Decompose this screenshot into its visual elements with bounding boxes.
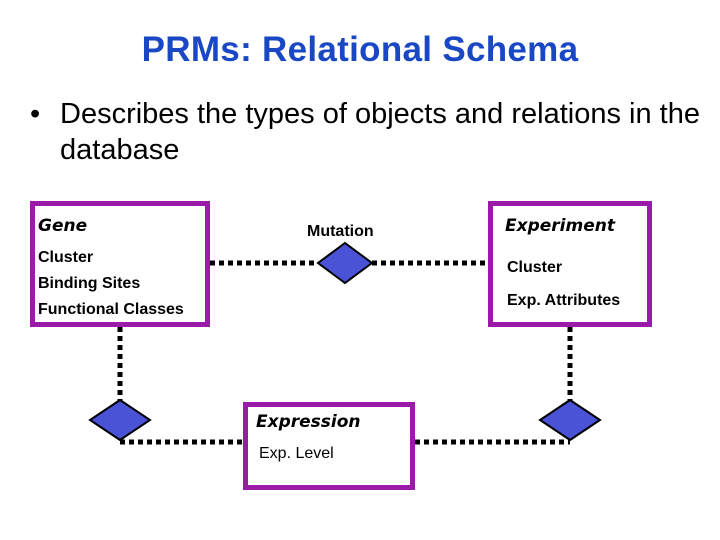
experiment-entity-box [488,201,652,327]
gene-entity-title: Gene [38,216,88,236]
bullet-point: • Describes the types of objects and rel… [30,96,700,168]
mutation-relation-diamond [316,241,374,285]
gene-attribute-functional-classes: Functional Classes [38,301,184,318]
gene-entity-box [30,201,210,327]
bullet-text: Describes the types of objects and relat… [60,98,700,166]
bullet-dot: • [30,98,41,130]
experiment-attribute-exp-attributes: Exp. Attributes [507,292,621,309]
experiment-entity-title: Experiment [505,216,615,236]
slide-title: PRMs: Relational Schema [141,30,579,69]
gene-attribute-cluster: Cluster [38,249,94,266]
expression-entity-box [243,402,415,490]
expression-attribute-exp-level: Exp. Level [259,445,334,462]
gene-attribute-binding-sites: Binding Sites [38,275,141,292]
experiment-attribute-cluster: Cluster [507,259,563,276]
gene-expression-relation-diamond [88,398,152,442]
mutation-relation-label: Mutation [307,223,374,240]
expression-entity-title: Expression [256,412,361,432]
experiment-expression-relation-diamond [538,398,602,442]
